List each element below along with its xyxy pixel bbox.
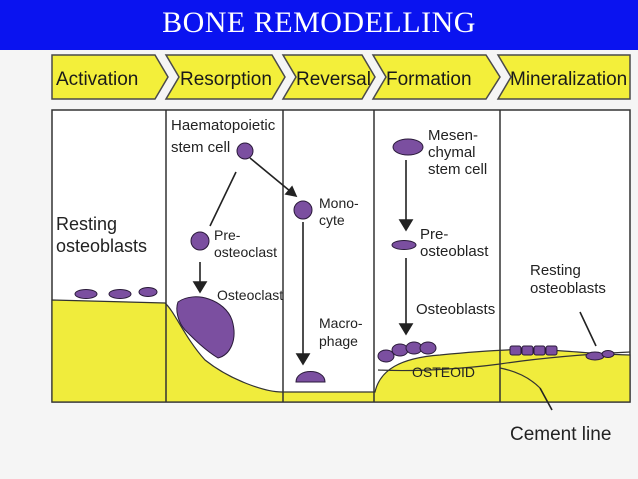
- mesenchymal-stem-cell: [392, 138, 424, 156]
- arrow-reversal: [281, 54, 376, 100]
- stage-resorption: Resorption: [180, 69, 272, 90]
- label-preosteoblast-2: osteoblast: [420, 243, 489, 260]
- stage-reversal: Reversal: [296, 69, 371, 90]
- label-preosteoclast-2: osteoclast: [214, 244, 277, 260]
- label-resting-left-2: osteoblasts: [56, 236, 147, 256]
- label-cement-line: Cement line: [510, 424, 611, 445]
- osteoclast-cell: [176, 296, 235, 359]
- label-osteoclast: Osteoclast: [217, 287, 283, 303]
- arrow-formation: [371, 54, 501, 100]
- lining-cells: [509, 345, 615, 361]
- preosteoclast-cell: [190, 231, 210, 251]
- stage-formation: Formation: [386, 69, 472, 90]
- label-monocyte-1: Mono-: [319, 195, 359, 211]
- monocyte-cell: [293, 200, 313, 220]
- column-dividers: [165, 110, 501, 402]
- label-resting-left-1: Resting: [56, 214, 117, 234]
- arrow-mineralization: [496, 54, 631, 100]
- label-haemato-2: stem cell: [171, 139, 230, 156]
- bone-surface: [51, 299, 631, 403]
- page-title: BONE REMODELLING: [162, 6, 476, 39]
- process-arrows: [192, 157, 597, 411]
- label-osteoid: OSTEOID: [412, 364, 475, 380]
- title-banner: BONE REMODELLING: [0, 0, 638, 50]
- resting-osteoblasts-left: [74, 287, 158, 299]
- macrophage-cell: [295, 371, 326, 383]
- osteoblast-cluster: [377, 341, 437, 363]
- haematopoietic-stem-cell: [236, 142, 254, 160]
- label-mesen-2: chymal: [428, 144, 476, 161]
- label-mesen-3: stem cell: [428, 161, 487, 178]
- cement-line-curve: [499, 367, 541, 389]
- label-macrophage-2: phage: [319, 333, 358, 349]
- label-preosteoblast-1: Pre-: [420, 226, 448, 243]
- label-haemato-1: Haematopoietic: [171, 117, 276, 134]
- label-osteoblasts: Osteoblasts: [416, 301, 495, 318]
- label-resting-right-1: Resting: [530, 262, 581, 279]
- stage-mineralization: Mineralization: [510, 69, 627, 90]
- arrow-activation: [51, 54, 169, 100]
- label-mesen-1: Mesen-: [428, 127, 478, 144]
- stage-arrows: Activation Resorption Reversal Formation…: [51, 54, 631, 100]
- arrow-resorption: [164, 54, 286, 100]
- stage-activation: Activation: [56, 69, 138, 90]
- label-macrophage-1: Macro-: [319, 315, 363, 331]
- label-preosteoclast-1: Pre-: [214, 227, 241, 243]
- bone-remodelling-diagram: Activation Resorption Reversal Formation…: [51, 54, 631, 445]
- label-resting-right-2: osteoblasts: [530, 280, 606, 297]
- label-monocyte-2: cyte: [319, 212, 345, 228]
- preosteoblast-cell: [391, 240, 417, 250]
- diagram-labels: Resting osteoblasts Haematopoietic stem …: [56, 117, 611, 445]
